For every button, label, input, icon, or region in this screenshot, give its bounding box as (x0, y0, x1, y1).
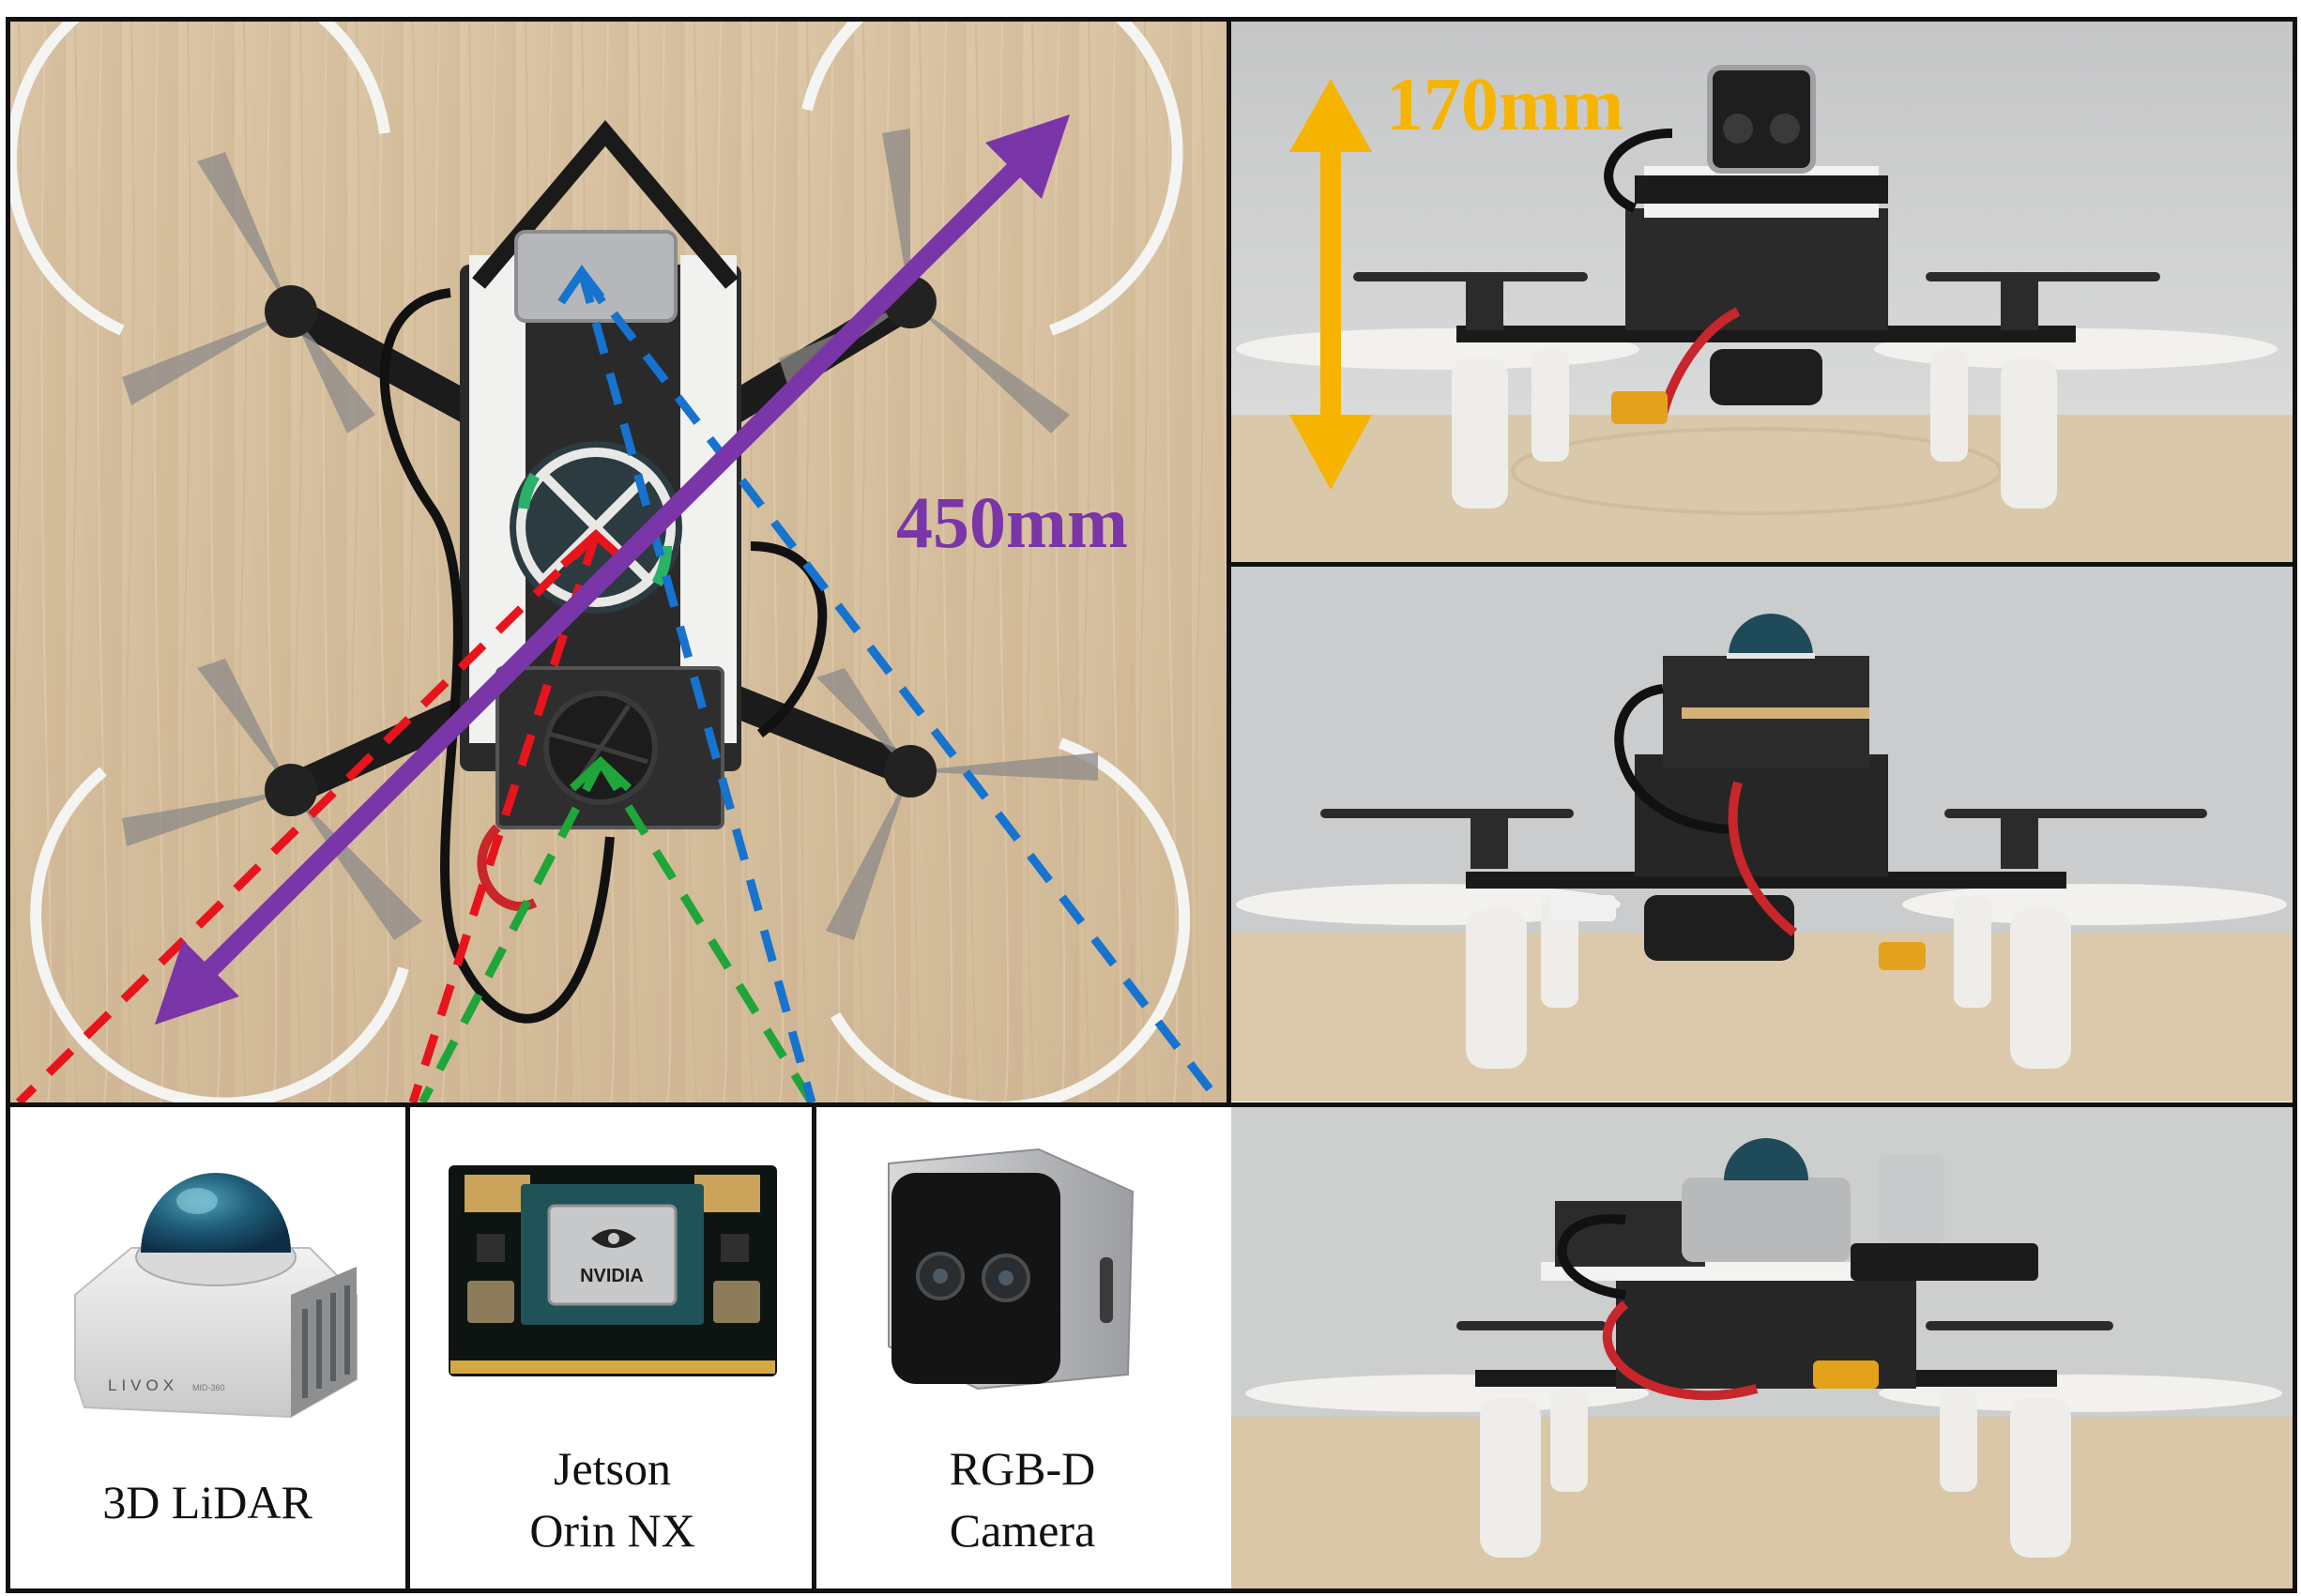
side-view-illustration-1 (1231, 21, 2293, 562)
lidar-dome (1724, 1138, 1808, 1180)
camera-fov-right (578, 269, 1224, 1102)
table-surface (1231, 1417, 2293, 1589)
jetson-fov-right (597, 759, 815, 1102)
camera-product-image (888, 1148, 1135, 1391)
nvidia-logo-text: NVIDIA (580, 1266, 644, 1286)
component-lidar: LIVOX MID-360 3D LiDAR (9, 1107, 405, 1589)
camera-face (891, 1173, 1060, 1384)
lidar-caption: 3D LiDAR (102, 1476, 312, 1528)
right-top-border (1227, 17, 2297, 567)
side-propellers (1456, 1321, 2113, 1330)
camera-caption: RGB-D Camera (949, 1442, 1096, 1557)
svg-text:MID-360: MID-360 (192, 1383, 225, 1392)
lidar-tile-border (6, 1102, 410, 1593)
camera-fov-left (577, 270, 816, 1102)
rgbd-camera (1707, 65, 1816, 174)
lidar-brand-logo: LIVOX (108, 1376, 178, 1394)
jetson-tile-border (405, 1102, 816, 1593)
top-view-photo: 450mm (9, 21, 1227, 1102)
lidar-fov-right (408, 533, 601, 1102)
lidar-product-image: LIVOX MID-360 (74, 1173, 358, 1419)
landing-legs (1466, 895, 2071, 1069)
side-view-photo-3 (1231, 1107, 2293, 1589)
diagonal-size-arrow (155, 114, 1070, 1025)
soc-die (547, 1204, 678, 1306)
table-surface (1231, 415, 2293, 562)
landing-legs (1480, 1389, 2071, 1558)
rgbd-camera (1879, 1154, 1944, 1243)
fov-lines (15, 269, 1224, 1102)
drone-body (1625, 208, 1888, 330)
landing-legs (1452, 349, 2057, 509)
lidar-dome (1729, 614, 1813, 656)
side-view-illustration-2 (1231, 567, 2293, 1102)
lidar-fov-left (15, 531, 600, 1102)
component-jetson: NVIDIA Jetson Orin NX (413, 1107, 812, 1589)
side-view-photo-2 (1231, 567, 2293, 1102)
right-middle-border (1227, 562, 2297, 1107)
lidar-base (1682, 1178, 1851, 1262)
side-propellers (1320, 809, 2207, 869)
jetson-product-image: NVIDIA (449, 1165, 777, 1376)
propeller-guards (9, 21, 1191, 1102)
cables (379, 288, 828, 1024)
diagonal-size-label: 450mm (896, 481, 1128, 563)
guard-rings (1236, 884, 2287, 925)
top-left-border (6, 17, 1231, 1107)
component-camera: RGB-D Camera (818, 1107, 1227, 1589)
top-view-illustration (9, 21, 1227, 1102)
jetson-fov-left (419, 759, 604, 1102)
height-label: 170mm (1386, 64, 1624, 146)
camera-top (514, 230, 678, 323)
height-arrow (1289, 79, 1372, 490)
side-propellers (1353, 272, 2160, 330)
side-view-photo-1: 170mm (1231, 21, 2293, 562)
jetson-caption: Jetson Orin NX (529, 1442, 695, 1557)
side-view-illustration-3 (1231, 1107, 2293, 1589)
propellers (122, 129, 1098, 940)
